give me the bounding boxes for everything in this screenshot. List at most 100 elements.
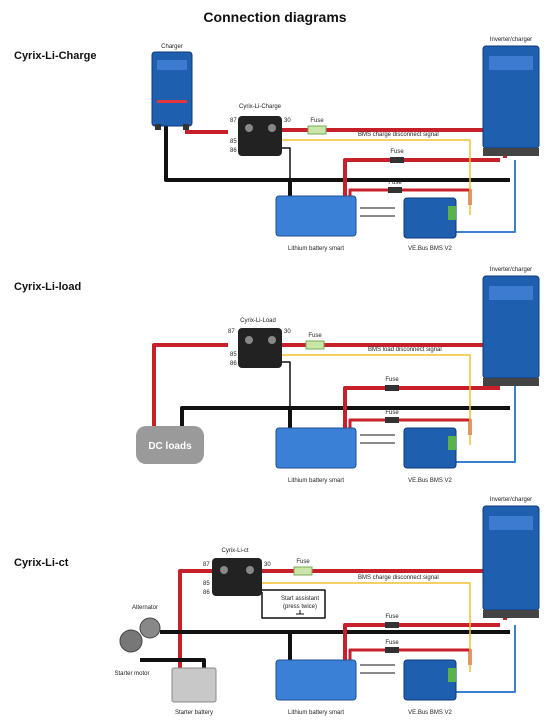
pin-86: 86 — [230, 361, 237, 367]
fuse — [307, 125, 327, 135]
fuse — [293, 566, 313, 576]
pin-86: 86 — [230, 148, 237, 154]
charger: Charger — [151, 44, 193, 130]
inverter-base — [483, 610, 539, 618]
relay-label: Cyrix-Li-Load — [240, 318, 276, 324]
fuse-label: Fuse — [296, 559, 310, 565]
bms-label: VE.Bus BMS V2 — [408, 246, 452, 252]
page-title: Connection diagrams — [203, 9, 346, 25]
battery-label: Lithium battery smart — [288, 246, 344, 252]
charger-foot — [183, 124, 189, 130]
wire-vebus — [455, 160, 516, 233]
bms-terminal — [448, 668, 456, 682]
relay: Cyrix-Li-Load 87 30 85 86 — [228, 318, 291, 368]
dc-loads-box — [136, 426, 204, 464]
pin-85: 85 — [203, 581, 210, 587]
start-assist-note: (press twice) — [283, 604, 317, 610]
relay: Cyrix-Li-Charge 87 30 85 86 — [230, 104, 291, 156]
lithium-battery: Lithium battery smart — [275, 659, 357, 716]
fuse-label: Fuse — [390, 149, 404, 155]
relay-terminal — [268, 336, 276, 344]
dc-loads-label: DC loads — [148, 441, 192, 452]
charger-foot — [155, 124, 161, 130]
fuse-label: Fuse — [308, 333, 322, 339]
starter-motor-body — [119, 629, 143, 653]
pin-30: 30 — [284, 118, 291, 124]
fuse — [305, 340, 325, 350]
fuse-label: Fuse — [310, 118, 324, 124]
section-cyrix-li-charge: Cyrix-Li-Charge Charger — [14, 37, 540, 252]
inverter-base — [483, 378, 539, 386]
wire-battery-inverter — [343, 386, 500, 430]
signal-label: BMS charge disconnect signal — [358, 132, 439, 138]
wire-loads-red — [152, 343, 228, 430]
pin-87: 87 — [203, 562, 210, 568]
vebus-bms: VE.Bus BMS V2 — [403, 197, 457, 252]
switch-symbol — [296, 610, 304, 615]
fuse-label: Fuse — [385, 614, 399, 620]
wire-starter-red — [178, 569, 212, 668]
inverter-label: Inverter/charger — [490, 267, 532, 273]
inverter-label: Inverter/charger — [490, 497, 532, 503]
starter-motor-label: Starter motor — [114, 671, 149, 677]
pin-85: 85 — [230, 352, 237, 358]
inverter-panel — [489, 516, 533, 530]
pin-30: 30 — [264, 562, 271, 568]
relay-terminal — [246, 566, 254, 574]
wire-relay-86 — [282, 361, 291, 430]
relay-body — [238, 116, 282, 156]
wire-bms-signal — [282, 354, 471, 445]
relay-terminal — [268, 124, 276, 132]
lithium-battery: Lithium battery smart — [275, 195, 357, 252]
bms-label: VE.Bus BMS V2 — [408, 710, 452, 716]
vebus-bms: VE.Bus BMS V2 — [403, 659, 457, 716]
fuse — [388, 187, 402, 193]
relay: Cyrix-Li-ct 87 30 85 86 — [203, 548, 271, 596]
wire-relay-86 — [282, 147, 291, 200]
start-assist-label: Start assistant — [281, 596, 319, 602]
relay-terminal — [245, 124, 253, 132]
alternator-body — [139, 617, 161, 639]
wire-bms-signal — [282, 139, 471, 215]
fuse-label: Fuse — [385, 640, 399, 646]
wiring — [140, 569, 516, 693]
wire-starter-negative — [140, 658, 206, 668]
inverter-charger: Inverter/charger — [482, 37, 540, 156]
battery-label: Lithium battery smart — [288, 478, 344, 484]
bms-terminal — [448, 436, 456, 450]
fuse-label: Fuse — [385, 410, 399, 416]
battery-body — [275, 195, 357, 237]
inverter-charger: Inverter/charger — [482, 267, 540, 386]
section-heading: Cyrix-Li-ct — [14, 557, 69, 569]
inverter-panel — [489, 56, 533, 70]
dc-loads: DC loads — [136, 426, 204, 464]
section-cyrix-li-load: Cyrix-Li-load Cyrix-Li-Load 87 30 85 86 — [14, 267, 540, 484]
wire-vebus — [455, 625, 516, 693]
fuse-label: Fuse — [385, 377, 399, 383]
inverter-base — [483, 148, 539, 156]
inverter-label: Inverter/charger — [490, 37, 532, 43]
section-heading: Cyrix-Li-load — [14, 281, 81, 293]
charger-panel — [157, 60, 187, 70]
charger-stripe — [157, 100, 187, 103]
bms-label: VE.Bus BMS V2 — [408, 478, 452, 484]
bms-terminal — [448, 206, 456, 220]
relay-label: Cyrix-Li-Charge — [239, 104, 282, 110]
inverter-charger: Inverter/charger — [482, 497, 540, 618]
starter-motor: Starter motor — [114, 629, 150, 677]
lithium-battery: Lithium battery smart — [275, 427, 357, 484]
wire-bms-signal — [262, 582, 471, 672]
relay-body — [212, 558, 262, 596]
alternator: Alternator — [132, 605, 161, 639]
wire-battery-inverter — [343, 623, 500, 660]
wire-negative-bus — [164, 126, 510, 182]
starter-battery: Starter battery — [171, 667, 217, 716]
fuse — [385, 622, 399, 628]
pin-85: 85 — [230, 139, 237, 145]
fuse — [385, 385, 399, 391]
start-assist-switch: Start assistant (press twice) — [281, 596, 319, 615]
signal-label: BMS charge disconnect signal — [358, 575, 439, 581]
signal-label: BMS load disconnect signal — [368, 347, 442, 353]
vebus-bms: VE.Bus BMS V2 — [403, 427, 457, 484]
